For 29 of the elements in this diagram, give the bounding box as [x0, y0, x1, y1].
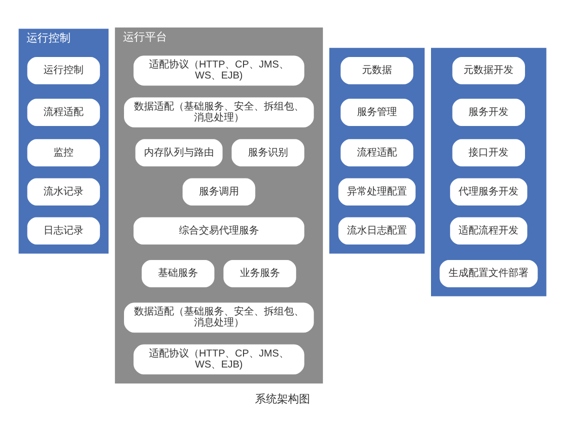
node-box: 适配协议（HTTP、CP、JMS、WS、EJB): [134, 344, 304, 374]
node-box: 服务识别: [232, 138, 304, 166]
node-box: 监控: [27, 138, 100, 166]
node-box: 服务开发: [452, 98, 525, 126]
node-box: 适配协议（HTTP、CP、JMS、WS、EJB): [134, 55, 304, 86]
node-box: 生成配置文件部署: [440, 259, 538, 287]
node-box: 综合交易代理服务: [134, 216, 304, 244]
node-box: 业务服务: [223, 259, 296, 287]
node-box: 基础服务: [142, 259, 214, 287]
node-box: 元数据: [340, 56, 414, 84]
node-box: 流水日志配置: [338, 216, 416, 244]
node-box: 异常处理配置: [338, 178, 416, 205]
node-box: 流程适配: [27, 98, 100, 126]
node-box: 代理服务开发: [450, 178, 528, 205]
node-box: 数据适配（基础服务、安全、拆组包、消息处理）: [124, 302, 314, 332]
cluster: [329, 47, 425, 254]
node-box: 接口开发: [452, 138, 525, 166]
cluster: [431, 47, 546, 296]
node-box: 元数据开发: [452, 56, 525, 84]
node-box: 流水记录: [27, 178, 100, 205]
node-box: 流程适配: [340, 138, 414, 166]
node-box: 服务管理: [340, 98, 414, 126]
node-box: 适配流程开发: [450, 216, 528, 244]
node-box: 内存队列与路由: [135, 138, 223, 166]
caption: 系统架构图: [255, 393, 310, 406]
node-box: 运行控制: [27, 56, 100, 84]
node-box: 日志记录: [27, 216, 100, 244]
node-box: 服务调用: [182, 178, 256, 205]
node-box: 数据适配（基础服务、安全、拆组包、消息处理）: [124, 96, 314, 127]
